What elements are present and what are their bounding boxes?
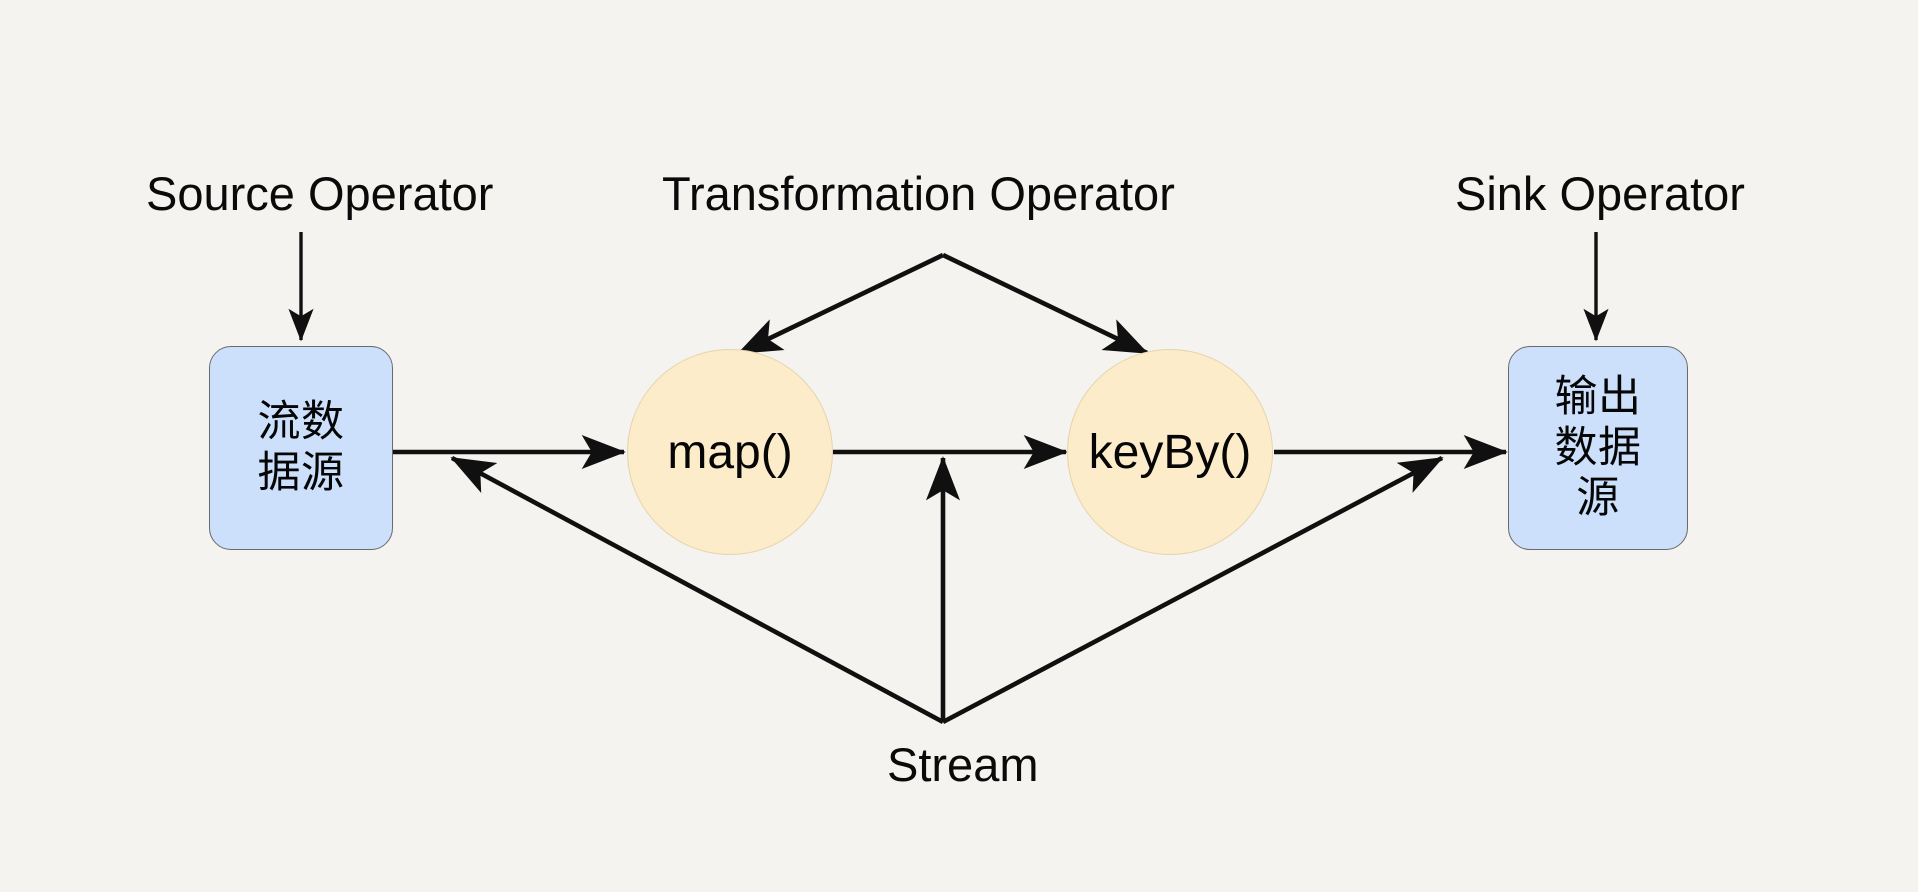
arrow-transformation-to-keyby: [942, 252, 1149, 356]
map-node-label: map(): [667, 425, 793, 479]
caption-transformation-operator: Transformation Operator: [662, 167, 1175, 220]
keyby-node-label: keyBy(): [1088, 425, 1252, 479]
sink-node[interactable]: 输出 数据 源: [1508, 346, 1688, 550]
source-node[interactable]: 流数 据源: [209, 346, 393, 550]
sink-node-label: 输出 数据 源: [1554, 371, 1642, 524]
caption-source-operator: Source Operator: [146, 167, 494, 220]
arrow-stream-to-sink-link: [941, 455, 1444, 725]
arrow-transformation-to-map: [737, 252, 944, 356]
caption-sink-operator: Sink Operator: [1455, 167, 1745, 220]
arrow-stream-to-source-link: [450, 455, 945, 725]
map-node[interactable]: map(): [627, 349, 833, 555]
keyby-node[interactable]: keyBy(): [1067, 349, 1273, 555]
source-node-label: 流数 据源: [257, 397, 345, 498]
caption-stream: Stream: [887, 738, 1039, 791]
